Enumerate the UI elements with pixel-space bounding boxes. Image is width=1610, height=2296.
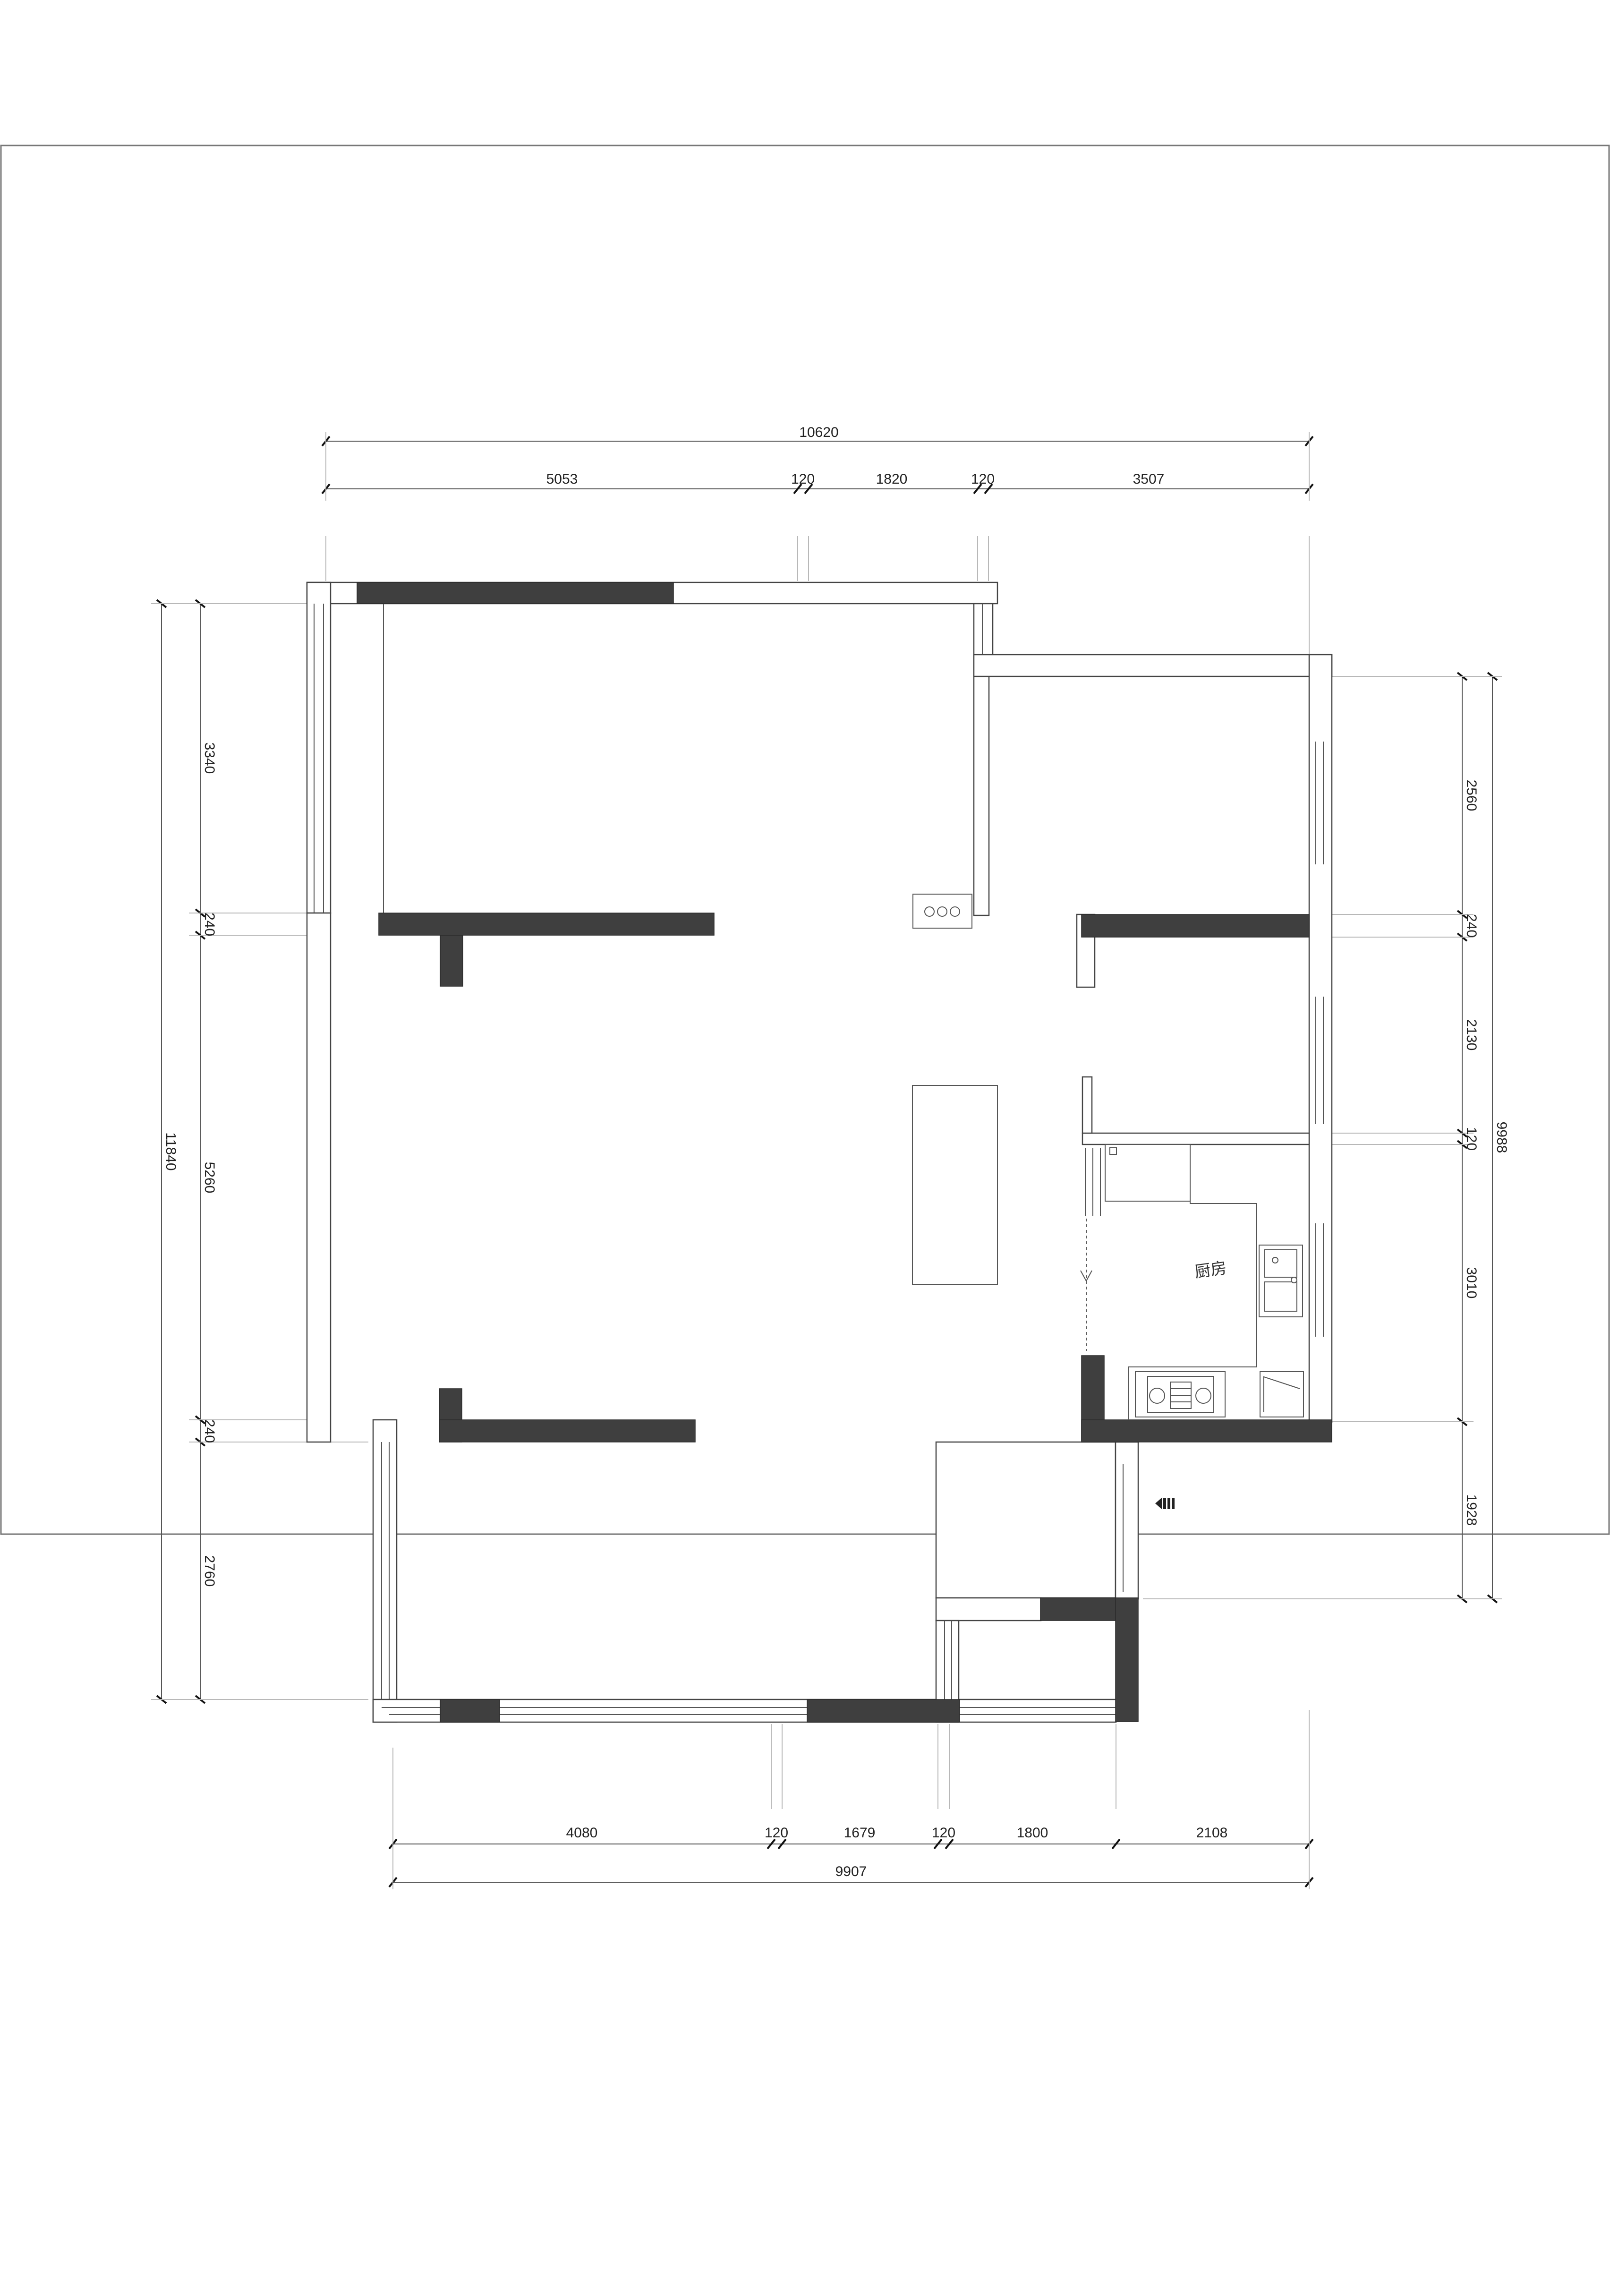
- dimension-left: 11840 3340 240 5260 240 2760: [151, 599, 368, 1704]
- fixtures: [912, 894, 1304, 1510]
- dim-right-seg-5: 3010: [1464, 1267, 1479, 1299]
- dim-bottom-seg-6: 2108: [1196, 1825, 1228, 1841]
- dimension-right: 9988 2560 240 2130 120 3010 1928: [1143, 672, 1509, 1604]
- dim-left-seg-2: 240: [202, 913, 217, 936]
- dim-left-seg-1: 3340: [202, 743, 217, 774]
- dim-bottom-seg-5: 1800: [1017, 1825, 1048, 1841]
- dim-left-seg-5: 2760: [202, 1555, 217, 1587]
- walls-solid: [357, 582, 1332, 1723]
- dim-bottom-total: 9907: [835, 1864, 867, 1879]
- dim-bottom-seg-3: 1679: [844, 1825, 876, 1841]
- fridge-handle: [1109, 1147, 1117, 1155]
- dim-bottom-seg-2: 120: [765, 1825, 788, 1841]
- dim-top-total: 10620: [799, 425, 838, 440]
- dim-top-seg-5: 3507: [1133, 471, 1165, 487]
- meter-circle-icon: [937, 906, 947, 917]
- sheet-border: [0, 145, 1610, 1535]
- meter-circle-icon: [924, 906, 935, 917]
- dimension-top: 10620 5053 120 1820 120 3507: [321, 425, 1314, 661]
- dim-top-seg-3: 1820: [876, 471, 908, 487]
- dim-right-seg-2: 240: [1464, 914, 1479, 938]
- dimension-bottom: 4080 120 1679 120 1800 2108 9907: [388, 1710, 1314, 1889]
- dim-top-seg-4: 120: [971, 471, 995, 487]
- kitchen-counter: [1128, 1144, 1257, 1420]
- dim-right-seg-3: 2130: [1464, 1019, 1479, 1051]
- meter-circle-icon: [950, 906, 960, 917]
- dim-bottom-seg-1: 4080: [566, 1825, 598, 1841]
- entrance-marker-icon: [1155, 1497, 1175, 1510]
- dim-bottom-seg-4: 120: [932, 1825, 955, 1841]
- dim-right-seg-1: 2560: [1464, 780, 1479, 811]
- appliance-box: [1260, 1371, 1304, 1417]
- room-label-kitchen: 厨房: [1193, 1259, 1228, 1282]
- fridge-cabinet: [1105, 1144, 1191, 1202]
- dim-left-total: 11840: [163, 1132, 179, 1170]
- dim-top-seg-2: 120: [791, 471, 815, 487]
- dim-left-seg-4: 240: [202, 1419, 217, 1443]
- dim-right-total: 9988: [1494, 1122, 1509, 1153]
- dim-left-seg-3: 5260: [202, 1162, 217, 1194]
- dim-right-seg-6: 1928: [1464, 1494, 1479, 1526]
- dim-right-seg-4: 120: [1464, 1127, 1479, 1151]
- dining-table: [912, 1085, 998, 1285]
- dim-top-seg-1: 5053: [546, 471, 578, 487]
